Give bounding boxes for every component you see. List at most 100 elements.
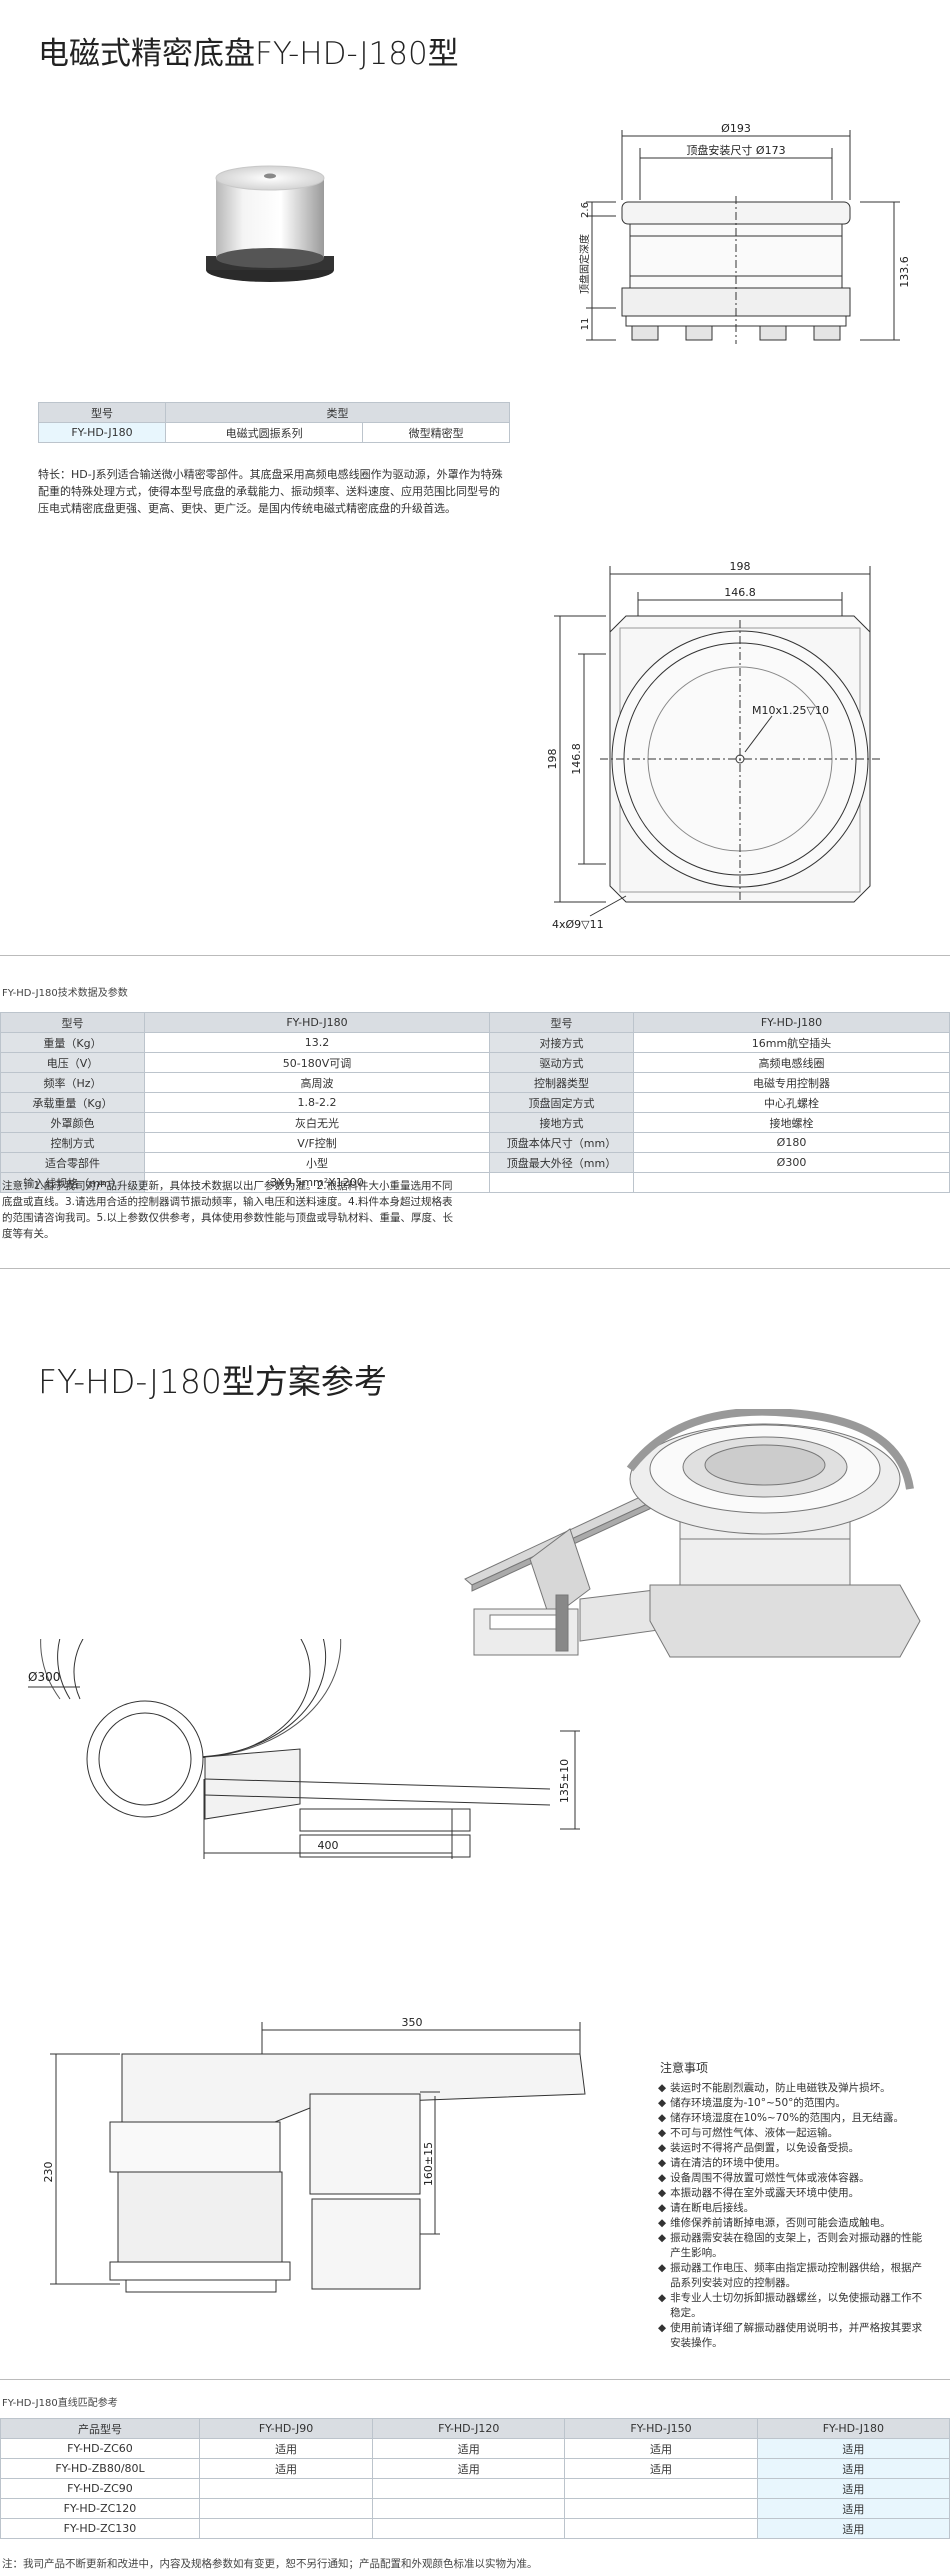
compat-cell: 适用 <box>756 2478 950 2499</box>
product-description: 特长：HD-J系列适合输送微小精密零部件。其底盘采用高频电感线圈作为驱动源，外罩… <box>38 468 503 515</box>
specs-row: 外罩颜色灰白无光 接地方式接地螺栓 <box>0 1112 950 1133</box>
diamond-bullet-icon: ◆ <box>658 2232 667 2244</box>
compat-caption: FY-HD-J180直线匹配参考 <box>2 2398 118 2409</box>
notice-item: ◆储存环境湿度在10%~70%的范围内，且无结露。 <box>658 2112 905 2124</box>
spec-value: 小型 <box>144 1152 490 1173</box>
diamond-bullet-icon: ◆ <box>658 2097 667 2109</box>
spec-value: Ø180 <box>633 1132 950 1153</box>
diamond-bullet-icon: ◆ <box>658 2292 667 2304</box>
compat-header: FY-HD-J180 <box>756 2418 950 2439</box>
specs-left-header-label: 型号 <box>0 1012 145 1033</box>
compat-header: FY-HD-J90 <box>198 2418 374 2439</box>
specs-row: 电压（V）50-180V可调 驱动方式高频电感线圈 <box>0 1052 950 1073</box>
spec-value: 接地螺栓 <box>633 1112 950 1133</box>
compat-cell <box>564 2518 758 2539</box>
compat-cell <box>372 2498 566 2519</box>
spec-value: 16mm航空插头 <box>633 1032 950 1053</box>
dim-h11: 11 <box>580 318 591 331</box>
compat-model: FY-HD-ZB80/80L <box>0 2458 200 2479</box>
spec-label: 控制器类型 <box>489 1072 634 1093</box>
dim-mount-size: 顶盘安装尺寸 Ø173 <box>686 143 785 157</box>
dim-depth-label: 顶盘固定深度 <box>578 234 591 294</box>
diamond-bullet-icon: ◆ <box>658 2322 667 2334</box>
dim-w350: 350 <box>402 2016 423 2029</box>
spec-value: 13.2 <box>144 1032 490 1053</box>
diamond-bullet-icon: ◆ <box>658 2172 667 2184</box>
spec-value: 中心孔螺栓 <box>633 1092 950 1113</box>
compat-model: FY-HD-ZC120 <box>0 2498 200 2519</box>
spec-label: 对接方式 <box>489 1032 634 1053</box>
dim-center-hole: M10x1.25▽10 <box>752 704 829 717</box>
type-cell-2: 微型精密型 <box>362 422 510 443</box>
dim-w400: 400 <box>318 1839 339 1852</box>
compat-model: FY-HD-ZC130 <box>0 2518 200 2539</box>
spec-label: 外罩颜色 <box>0 1112 145 1133</box>
diamond-bullet-icon: ◆ <box>658 2127 667 2139</box>
spec-value: 高频电感线圈 <box>633 1052 950 1073</box>
dim-d193: Ø193 <box>721 122 751 135</box>
dim-h230: 230 <box>42 2162 55 2183</box>
compat-cell <box>198 2498 374 2519</box>
compat-cell: 适用 <box>564 2458 758 2479</box>
dim-h160: 160±15 <box>422 2142 435 2186</box>
notice-title: 注意事项 <box>660 2061 709 2075</box>
spec-value: 高周波 <box>144 1072 490 1093</box>
compat-cell <box>372 2478 566 2499</box>
compat-cell: 适用 <box>756 2458 950 2479</box>
type-header-model: 型号 <box>38 402 166 423</box>
compat-header: FY-HD-J120 <box>372 2418 566 2439</box>
assembly-render <box>464 1409 921 1658</box>
compat-cell <box>564 2498 758 2519</box>
footer-note: 注：我司产品不断更新和改进中，内容及规格参数如有变更，恕不另行通知；产品配置和外… <box>2 2558 538 2570</box>
dim-h135: 135±10 <box>558 1759 571 1803</box>
specs-row: 承载重量（Kg）1.8-2.2 顶盘固定方式中心孔螺栓 <box>0 1092 950 1113</box>
spec-label: 频率（Hz） <box>0 1072 145 1093</box>
type-header-type: 类型 <box>165 402 510 423</box>
specs-note: 注意：1.由于我司对产品升级更新，具体技术数据以出厂参数为准。2.根据料件大小重… <box>2 1180 454 1240</box>
notice-item: ◆使用前请详细了解振动器使用说明书，并严格按其要求安装操作。 <box>658 2322 923 2349</box>
diamond-bullet-icon: ◆ <box>658 2187 667 2199</box>
compat-row: FY-HD-ZC130 适用 <box>0 2518 950 2539</box>
compat-model: FY-HD-ZC60 <box>0 2438 200 2459</box>
compat-header: 产品型号 <box>0 2418 200 2439</box>
diamond-bullet-icon: ◆ <box>658 2142 667 2154</box>
specs-right-header-value: FY-HD-J180 <box>633 1012 950 1033</box>
product-panel: 电磁式精密底盘FY-HD-J180型 <box>0 0 950 956</box>
dim-h1336: 133.6 <box>898 256 911 288</box>
notice-item: ◆维修保养前请断掉电源，否则可能会造成触电。 <box>658 2217 891 2229</box>
spec-label: 接地方式 <box>489 1112 634 1133</box>
spec-label: 驱动方式 <box>489 1052 634 1073</box>
spec-label: 顶盘固定方式 <box>489 1092 634 1113</box>
spec-label: 输入线规格（mm） <box>0 1172 145 1193</box>
notice-item: ◆不可与可燃性气体、液体一起运输。 <box>658 2127 839 2139</box>
notice-item: ◆储存环境温度为-10°~50°的范围内。 <box>658 2097 846 2109</box>
spec-label: 承载重量（Kg） <box>0 1092 145 1113</box>
compat-cell: 适用 <box>372 2458 566 2479</box>
compat-cell: 适用 <box>198 2438 374 2459</box>
compat-cell: 适用 <box>372 2438 566 2459</box>
spec-label: 顶盘本体尺寸（mm） <box>489 1132 634 1153</box>
specs-row: 输入线规格（mm）3X0.5mm²X1200 <box>0 1172 950 1193</box>
spec-value: Ø300 <box>633 1152 950 1173</box>
side-elevation-drawing: Ø193 顶盘安装尺寸 Ø173 2.6 顶盘固定深度 11 133.6 <box>578 122 911 344</box>
dim-w1468: 146.8 <box>724 586 756 599</box>
spec-label: 重量（Kg） <box>0 1032 145 1053</box>
spec-value: 50-180V可调 <box>144 1052 490 1073</box>
spec-label: 适合零部件 <box>0 1152 145 1173</box>
compat-cell <box>198 2478 374 2499</box>
specs-table: 型号 FY-HD-J180 型号 FY-HD-J180 重量（Kg）13.2 对… <box>0 1012 950 1193</box>
spec-label: 顶盘最大外径（mm） <box>489 1152 634 1173</box>
type-table: 型号 类型 FY-HD-J180 电磁式圆振系列 微型精密型 <box>38 402 510 443</box>
compat-cell: 适用 <box>564 2438 758 2459</box>
dim-feet-holes: 4xØ9▽11 <box>552 918 604 931</box>
dim-h26: 2.6 <box>580 202 591 218</box>
side-view-drawing: 350 230 160±15 <box>42 2016 586 2293</box>
diamond-bullet-icon: ◆ <box>658 2112 667 2124</box>
solution-panel: FY-HD-J180型方案参考 <box>0 1268 950 2380</box>
spec-label: 电压（V） <box>0 1052 145 1073</box>
compat-cell: 适用 <box>198 2458 374 2479</box>
compat-row: FY-HD-ZC90 适用 <box>0 2478 950 2499</box>
compat-cell: 适用 <box>756 2518 950 2539</box>
notice-item: ◆振动器需安装在稳固的支架上，否则会对振动器的性能产生影响。 <box>658 2232 923 2259</box>
diamond-bullet-icon: ◆ <box>658 2082 667 2094</box>
